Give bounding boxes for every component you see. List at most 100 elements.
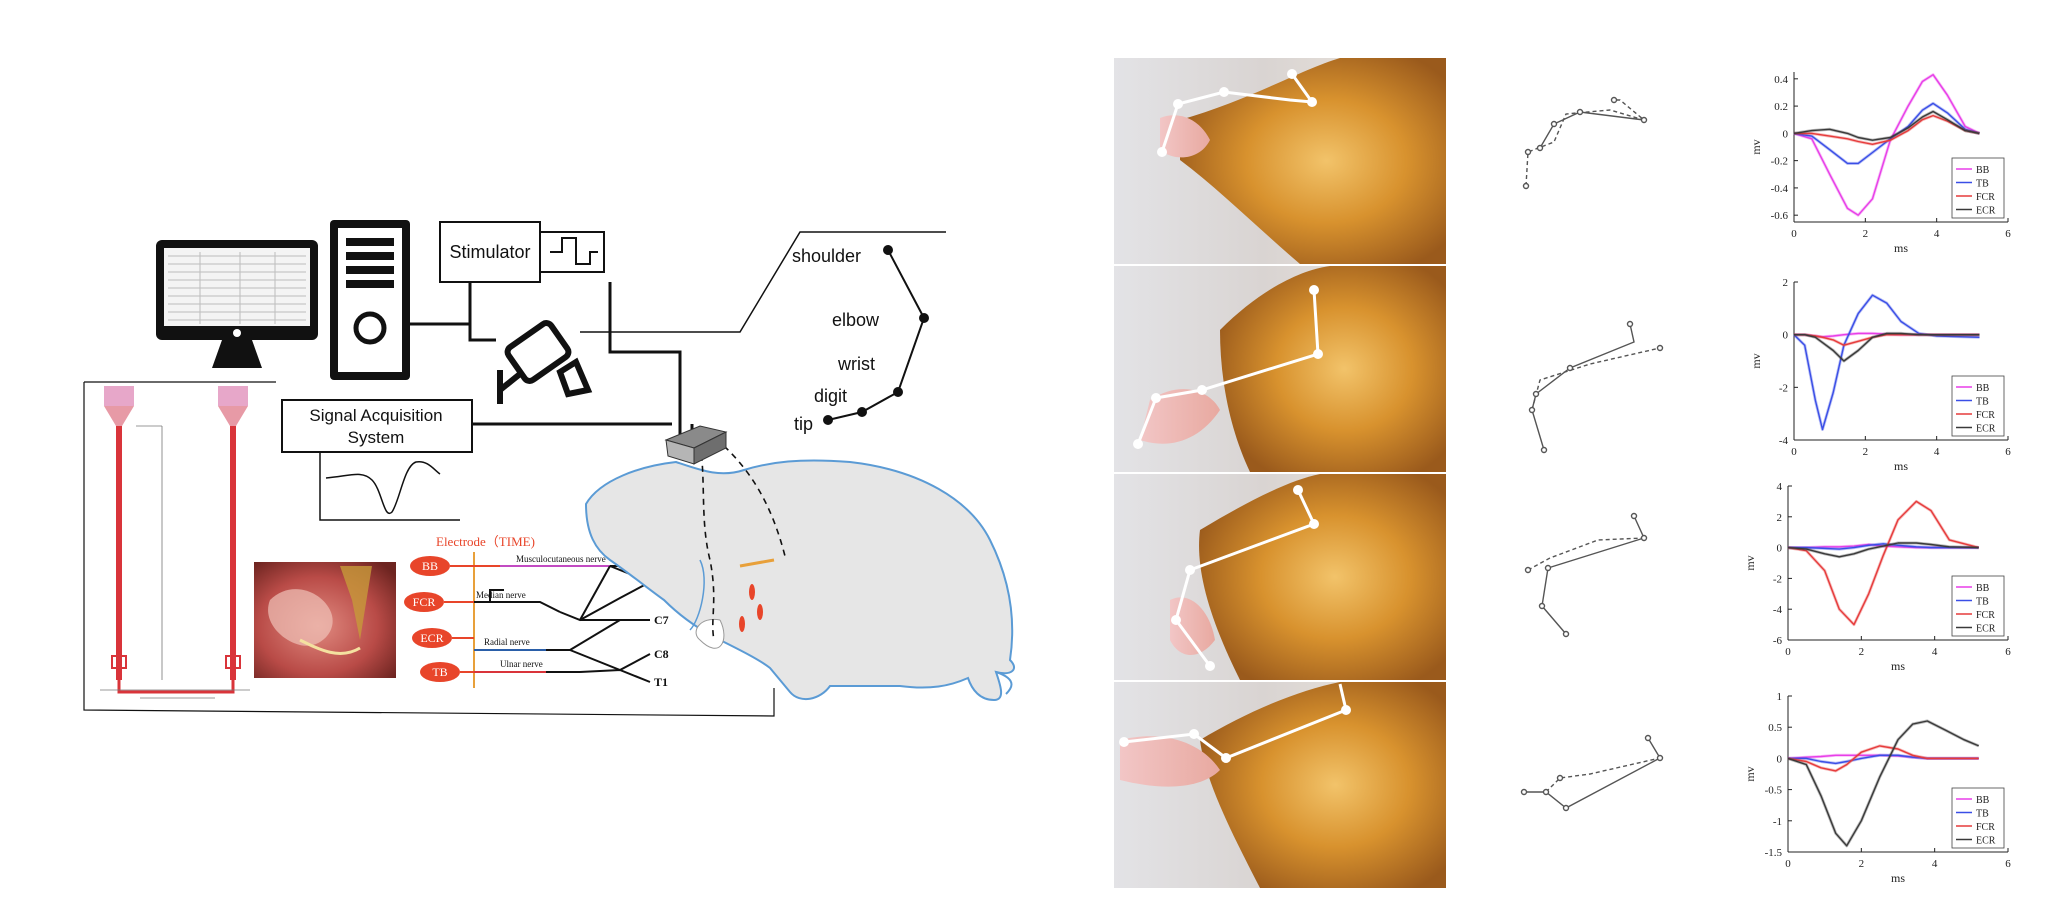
x-tick-label: 0 xyxy=(1791,228,1797,240)
x-tick-label: 4 xyxy=(1932,646,1938,658)
y-tick-label: -4 xyxy=(1773,604,1783,616)
stick-figure-2 xyxy=(1528,320,1664,454)
stimulator-label: Stimulator xyxy=(449,242,530,262)
joint-label-shoulder: shoulder xyxy=(792,246,861,266)
series-band-fcr xyxy=(1787,499,1980,627)
x-tick-label: 4 xyxy=(1932,858,1938,870)
x-tick-label: 4 xyxy=(1934,228,1940,240)
x-tick-label: 0 xyxy=(1791,446,1797,458)
legend-label-tb: TB xyxy=(1976,397,1989,408)
legend-label-bb: BB xyxy=(1976,583,1990,594)
time-electrode-drawing xyxy=(100,386,250,699)
stick-figure-4 xyxy=(1520,734,1664,812)
joint-label-wrist: wrist xyxy=(837,354,875,374)
y-tick-label: 0.2 xyxy=(1774,101,1788,113)
y-tick-label: 2 xyxy=(1783,277,1789,289)
legend-label-bb: BB xyxy=(1976,795,1990,806)
root-label-c8: C8 xyxy=(654,647,669,661)
joint-skeleton xyxy=(823,245,929,425)
x-tick-label: 4 xyxy=(1934,446,1940,458)
stick-figure-3 xyxy=(1524,512,1648,638)
signal-trace-icon xyxy=(319,452,460,521)
legend-label-ecr: ECR xyxy=(1976,624,1996,635)
x-tick-label: 2 xyxy=(1863,446,1869,458)
legend-label-fcr: FCR xyxy=(1976,192,1995,203)
nerve-lines xyxy=(444,565,610,673)
photo-frame-3 xyxy=(1114,474,1446,680)
y-tick-label: 2 xyxy=(1777,512,1783,524)
y-tick-label: -2 xyxy=(1773,573,1782,585)
series-line-ecr xyxy=(1793,110,1980,141)
y-axis-label: mv xyxy=(1749,139,1763,154)
y-tick-label: -1.5 xyxy=(1765,847,1783,859)
legend-box xyxy=(1951,375,2005,437)
computer-tower-icon xyxy=(330,220,410,380)
signal-acquisition-label-2: System xyxy=(348,428,405,447)
electrode-panel-frame xyxy=(83,382,775,717)
setup-panel: Stimulator Signal Acquisition System xyxy=(83,220,1015,717)
y-axis-label: mv xyxy=(1743,555,1757,570)
nerve-label-ulnar: Ulnar nerve xyxy=(500,659,543,669)
legend-label-fcr: FCR xyxy=(1976,610,1995,621)
x-tick-label: 2 xyxy=(1859,858,1865,870)
surgical-photo xyxy=(254,562,396,678)
legend-label-ecr: ECR xyxy=(1976,836,1996,847)
headstage-connector xyxy=(664,425,728,465)
legend-box xyxy=(1951,157,2005,219)
x-axis-label: ms xyxy=(1891,871,1905,885)
muscle-label-bb: BB xyxy=(422,559,438,573)
x-axis-label: ms xyxy=(1894,459,1908,473)
series-line-ecr xyxy=(1787,720,1979,847)
legend-label-bb: BB xyxy=(1976,165,1990,176)
muscle-label-tb: TB xyxy=(432,665,447,679)
monitor-icon xyxy=(156,240,318,368)
series-band-ecr xyxy=(1787,719,1980,848)
y-tick-label: 1 xyxy=(1777,691,1783,703)
legend-box xyxy=(1951,787,2005,849)
joint-label-digit: digit xyxy=(814,386,847,406)
y-tick-label: -1 xyxy=(1773,816,1782,828)
y-tick-label: 0 xyxy=(1777,753,1783,765)
pose-overlay-1 xyxy=(1160,73,1316,153)
series-line-tb xyxy=(1793,294,1980,431)
muscle-label-fcr: FCR xyxy=(413,595,436,609)
nerve-label-radial: Radial nerve xyxy=(484,637,530,647)
plexus-tree xyxy=(559,565,651,683)
series-line-fcr xyxy=(1794,114,1980,146)
series-line-ecr xyxy=(1794,332,1980,362)
signal-acquisition-box xyxy=(281,399,473,453)
x-tick-label: 2 xyxy=(1863,228,1869,240)
root-label-t1: T1 xyxy=(654,675,668,689)
series-line-tb xyxy=(1788,543,1979,550)
joint-label-tip: tip xyxy=(794,414,813,434)
legend-label-tb: TB xyxy=(1976,597,1989,608)
stick-figures xyxy=(1520,96,1664,812)
y-axis-label: mv xyxy=(1749,353,1763,368)
headstage-lead-2 xyxy=(723,445,787,561)
series-line-ecr xyxy=(1787,542,1979,558)
y-axis-label: mv xyxy=(1743,766,1757,781)
muscle-badges xyxy=(404,556,460,682)
legend-label-bb: BB xyxy=(1976,383,1990,394)
x-tick-label: 0 xyxy=(1785,858,1791,870)
series-line-tb xyxy=(1793,102,1980,165)
y-tick-label: 0 xyxy=(1783,330,1789,342)
y-tick-label: 0 xyxy=(1777,543,1783,555)
y-tick-label: 0.4 xyxy=(1774,74,1788,86)
y-tick-label: 0.5 xyxy=(1768,722,1782,734)
nerve-label-musculocutaneous: Musculocutaneous nerve xyxy=(516,554,606,564)
electrode-title: Electrode（TIME) xyxy=(436,534,535,549)
legend-label-tb: TB xyxy=(1976,179,1989,190)
legend-label-fcr: FCR xyxy=(1976,410,1995,421)
biphasic-pulse-icon xyxy=(550,237,598,265)
legend-label-tb: TB xyxy=(1976,809,1989,820)
legend-box xyxy=(1951,575,2005,637)
rat-silhouette xyxy=(584,459,1015,702)
legend-label-ecr: ECR xyxy=(1976,206,1996,217)
y-tick-label: -0.4 xyxy=(1771,183,1789,195)
nerve-label-median: Median nerve xyxy=(476,590,526,600)
photo-frame-2 xyxy=(1114,266,1446,472)
